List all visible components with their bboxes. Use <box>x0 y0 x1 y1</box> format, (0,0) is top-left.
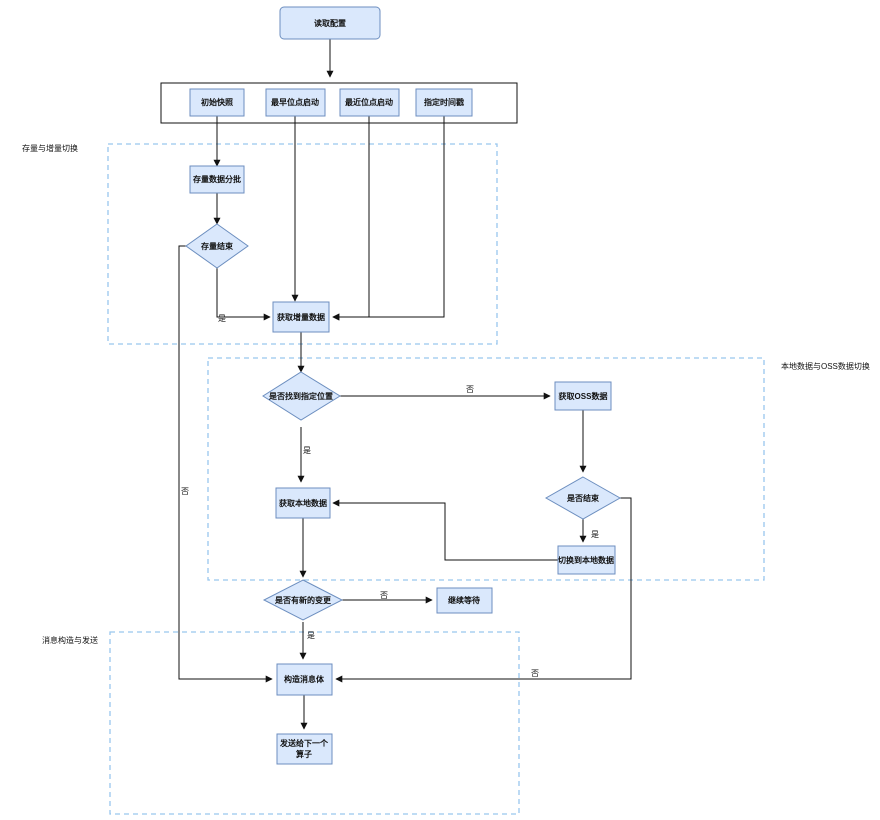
edge-stockdone-yes-to-incremental <box>216 268 271 321</box>
label-oss-no: 否 <box>531 669 539 678</box>
node-stock-done <box>185 223 249 269</box>
node-batch-stock <box>189 165 245 194</box>
edge-ossdone-no-to-build <box>335 497 632 683</box>
node-keep-waiting-label: 继续等待 <box>448 595 480 605</box>
label-stock-no: 否 <box>181 487 189 496</box>
node-new-change-label: 是否有新的变更 <box>274 595 332 605</box>
node-send-next-label-line2: 算子 <box>296 749 312 759</box>
node-latest-offset-label: 最近位点启动 <box>345 97 393 107</box>
node-timestamp-label: 指定时间戳 <box>424 97 464 107</box>
node-oss-done <box>544 476 622 520</box>
node-found-position <box>262 371 341 421</box>
node-switch-local-label: 切换到本地数据 <box>558 555 614 565</box>
node-build-message <box>276 663 333 696</box>
group-title-local-oss: 本地数据与OSS数据切换 <box>781 361 870 371</box>
node-get-oss-label: 获取OSS数据 <box>558 391 608 401</box>
node-get-oss <box>554 381 612 411</box>
node-switch-local <box>557 545 616 575</box>
group-stock-incremental <box>107 143 498 345</box>
node-send-next <box>276 733 333 765</box>
node-initial-snapshot <box>189 88 245 117</box>
group-local-oss <box>207 357 765 581</box>
node-build-message-label: 构造消息体 <box>284 674 325 684</box>
node-timestamp <box>415 88 473 117</box>
label-found-yes: 是 <box>303 446 311 455</box>
node-get-local <box>275 487 331 519</box>
node-initial-snapshot-label: 初始快照 <box>201 97 233 107</box>
node-found-position-label: 是否找到指定位置 <box>268 391 333 401</box>
node-batch-stock-label: 存量数据分批 <box>192 174 241 184</box>
node-keep-waiting <box>436 587 493 614</box>
edge-switch-to-local <box>332 499 558 561</box>
node-new-change <box>262 579 344 621</box>
edge-timestamp-to-incremental <box>332 116 445 321</box>
node-get-incremental <box>272 301 330 333</box>
label-stock-yes: 是 <box>218 314 226 323</box>
edge-stockdone-no-to-build <box>178 245 273 683</box>
node-get-incremental-label: 获取增量数据 <box>276 312 325 322</box>
group-message <box>109 631 520 815</box>
edge-latest-to-incremental <box>332 116 370 321</box>
node-send-next-label-line1: 发送给下一个 <box>279 738 329 748</box>
label-oss-yes: 是 <box>591 530 599 539</box>
group-title-stock-incremental: 存量与增量切换 <box>22 143 78 153</box>
node-stock-done-label: 存量结束 <box>200 241 234 251</box>
node-oss-done-label: 是否结束 <box>566 493 600 503</box>
group-title-message: 消息构造与发送 <box>42 635 98 645</box>
node-get-local-label: 获取本地数据 <box>278 498 327 508</box>
label-change-no: 否 <box>380 591 388 600</box>
label-found-no: 否 <box>466 385 474 394</box>
label-change-yes: 是 <box>307 631 315 640</box>
node-latest-offset <box>339 88 400 117</box>
node-earliest-offset <box>265 88 326 117</box>
node-read-config-label: 读取配置 <box>314 18 346 28</box>
node-read-config <box>279 6 381 40</box>
node-earliest-offset-label: 最早位点启动 <box>271 97 319 107</box>
